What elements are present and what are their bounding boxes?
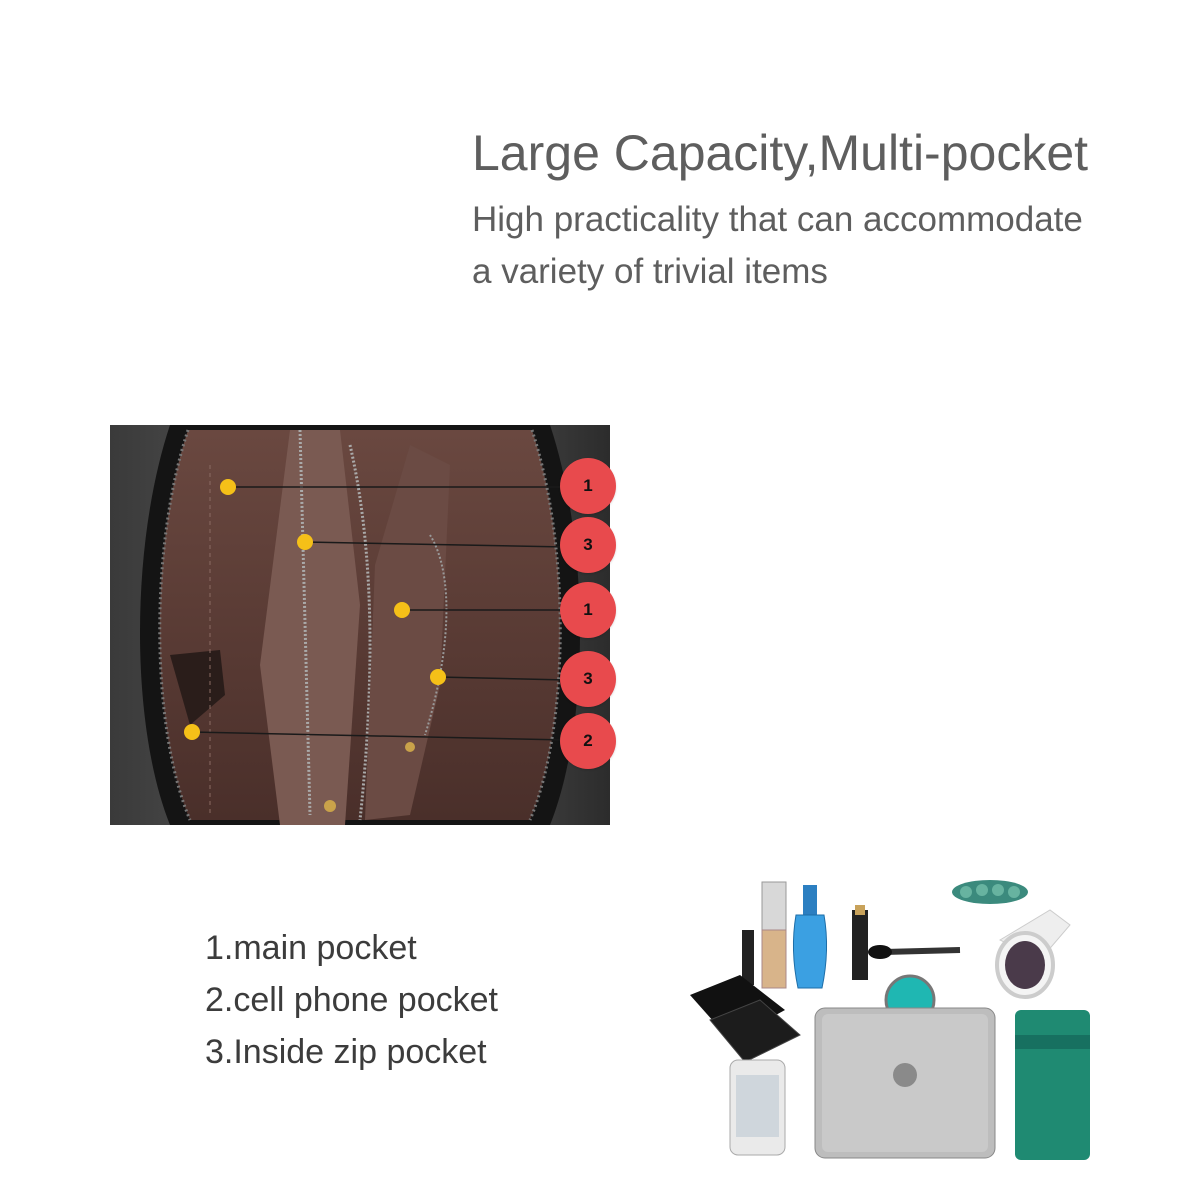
wallet-icon — [1015, 1010, 1090, 1160]
makeup-palette-icon — [690, 975, 801, 1063]
legend-item-inside-zip-pocket: 3.Inside zip pocket — [205, 1033, 487, 1071]
tablet-icon — [814, 1007, 996, 1159]
subtitle-line-2: a variety of trivial items — [472, 252, 828, 291]
bag-contents-photo — [670, 870, 1100, 1170]
phone-icon — [729, 1059, 786, 1156]
bracelet-icon — [952, 880, 1028, 904]
pocket-marker-phone: 2 — [560, 713, 616, 769]
bag-contents-illustration — [690, 880, 1090, 1160]
pocket-dot — [394, 602, 410, 618]
headline: Large Capacity,Multi-pocket — [472, 125, 1089, 181]
pocket-dot — [297, 534, 313, 550]
pocket-marker-main-1: 1 — [560, 458, 616, 514]
legend-item-cell-phone-pocket: 2.cell phone pocket — [205, 981, 498, 1019]
foundation-bottle-icon — [761, 881, 787, 989]
bag-interior-photo — [110, 425, 610, 825]
sunglasses-icon — [995, 909, 1071, 999]
pocket-dot — [430, 669, 446, 685]
pocket-marker-zip-1: 3 — [560, 517, 616, 573]
mascara-icon — [742, 930, 754, 985]
legend-item-main-pocket: 1.main pocket — [205, 929, 417, 967]
perfume-bottle-icon — [792, 885, 828, 989]
subtitle-line-1: High practicality that can accommodate — [472, 200, 1083, 239]
pocket-dot — [220, 479, 236, 495]
pocket-marker-main-2: 1 — [560, 582, 616, 638]
bag-interior-illustration — [110, 425, 610, 825]
makeup-brush-icon — [868, 945, 961, 959]
pocket-dot — [184, 724, 200, 740]
pocket-marker-zip-2: 3 — [560, 651, 616, 707]
lipstick-icon — [852, 905, 868, 980]
pocket-legend: 1.main pocket 2.cell phone pocket 3.Insi… — [205, 922, 498, 1078]
